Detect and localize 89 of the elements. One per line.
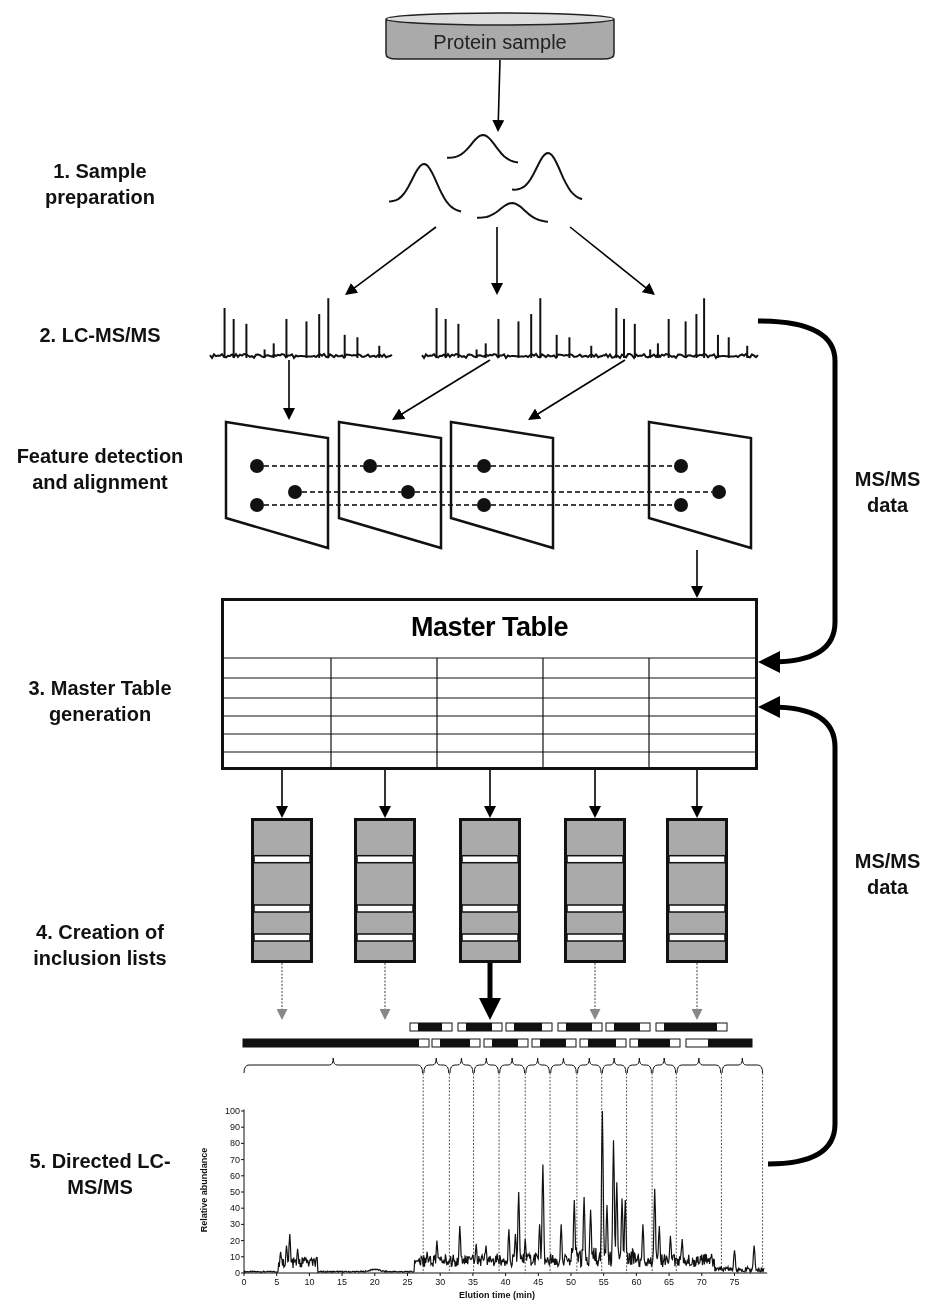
tick-label: 70 [229, 1153, 240, 1166]
tick-label: 20 [229, 1234, 240, 1247]
tick-label: 35 [466, 1276, 479, 1288]
feature-dot [288, 485, 302, 499]
feature-dot [401, 485, 415, 499]
alignment-line [263, 465, 364, 467]
tick-label: 0 [240, 1276, 248, 1288]
acquisition-timeline-bar [243, 1020, 753, 1050]
feature-dot [250, 459, 264, 473]
arrow [392, 359, 491, 420]
tick-label: 60 [630, 1276, 643, 1288]
alignment-line [490, 465, 675, 467]
tick-label: 5 [273, 1276, 281, 1288]
arrow [569, 226, 655, 295]
mass-spectrum-drawing [210, 295, 392, 360]
alignment-line [263, 504, 478, 506]
arrow [691, 962, 703, 1020]
arrow [589, 769, 601, 818]
tick-label: 70 [695, 1276, 708, 1288]
tick-label: 50 [229, 1186, 240, 1198]
tick-label: 60 [229, 1169, 240, 1182]
tick-label: 10 [303, 1276, 316, 1288]
table-title: Master Table [410, 612, 569, 643]
mass-spectrum-drawing [604, 295, 758, 360]
step-label: Feature detection and alignment [15, 444, 185, 495]
step-label: 1. Sample preparation [44, 159, 156, 210]
inclusion-list [564, 818, 626, 963]
master-table [221, 598, 758, 770]
tick-label: 65 [663, 1276, 676, 1288]
feature-dot [477, 498, 491, 512]
arrow [484, 769, 496, 818]
tick-label: 40 [229, 1202, 240, 1215]
tick-label: 0 [234, 1267, 240, 1279]
tick-label: 20 [368, 1276, 381, 1288]
tick-label: 25 [401, 1276, 414, 1288]
curved-arrow [757, 318, 838, 673]
arrow [528, 359, 626, 420]
tick-label: 40 [499, 1276, 512, 1288]
arrow [691, 549, 703, 598]
step-label: 4. Creation of inclusion lists [32, 920, 168, 971]
inclusion-list [251, 818, 313, 963]
mass-spectrum-drawing [422, 295, 604, 360]
arrow [589, 962, 601, 1020]
tick-label: 100 [223, 1105, 240, 1117]
arrow [379, 962, 391, 1020]
alignment-line [301, 491, 402, 493]
arrow [276, 962, 288, 1020]
step-label: 5. Directed LC-MS/MS [28, 1149, 172, 1200]
feature-dot [477, 459, 491, 473]
arrow [276, 769, 288, 818]
tick-label: 55 [597, 1276, 610, 1288]
arrow [345, 226, 437, 295]
sample-container [385, 12, 615, 60]
feature-map [224, 420, 330, 550]
tick-label: 15 [336, 1276, 349, 1288]
feature-dot [712, 485, 726, 499]
tick-label: 80 [229, 1137, 240, 1150]
feature-map [337, 420, 443, 550]
tick-label: 90 [229, 1121, 240, 1134]
feature-dot [363, 459, 377, 473]
arrow [491, 226, 503, 295]
tick-label: 30 [229, 1218, 240, 1231]
arrow [379, 769, 391, 818]
alignment-line [414, 491, 713, 493]
feature-map [449, 420, 555, 550]
tick-label: 10 [229, 1250, 240, 1263]
inclusion-list [459, 818, 521, 963]
tick-label: 45 [532, 1276, 545, 1288]
tick-label: 75 [728, 1276, 741, 1288]
tick-label: 30 [434, 1276, 447, 1288]
alignment-line [376, 465, 478, 467]
arrow [283, 359, 295, 420]
step-label: 2. LC-MS/MS [38, 323, 162, 348]
arrow [479, 963, 501, 1020]
curved-arrow [758, 696, 838, 1167]
tick-label: 50 [565, 1276, 577, 1288]
feature-dot [674, 498, 688, 512]
feature-dot [674, 459, 688, 473]
axis-title: Elution time (min) [458, 1289, 536, 1301]
node-label: Protein sample [433, 30, 567, 54]
arrow [691, 769, 703, 818]
step-label: 3. Master Table generation [27, 676, 173, 727]
axis-title: Relative abundance [198, 1146, 210, 1235]
inclusion-list [666, 818, 728, 963]
inclusion-list [354, 818, 416, 963]
arrow [492, 59, 505, 132]
feature-dot [250, 498, 264, 512]
feature-map [647, 420, 753, 550]
alignment-line [490, 504, 675, 506]
